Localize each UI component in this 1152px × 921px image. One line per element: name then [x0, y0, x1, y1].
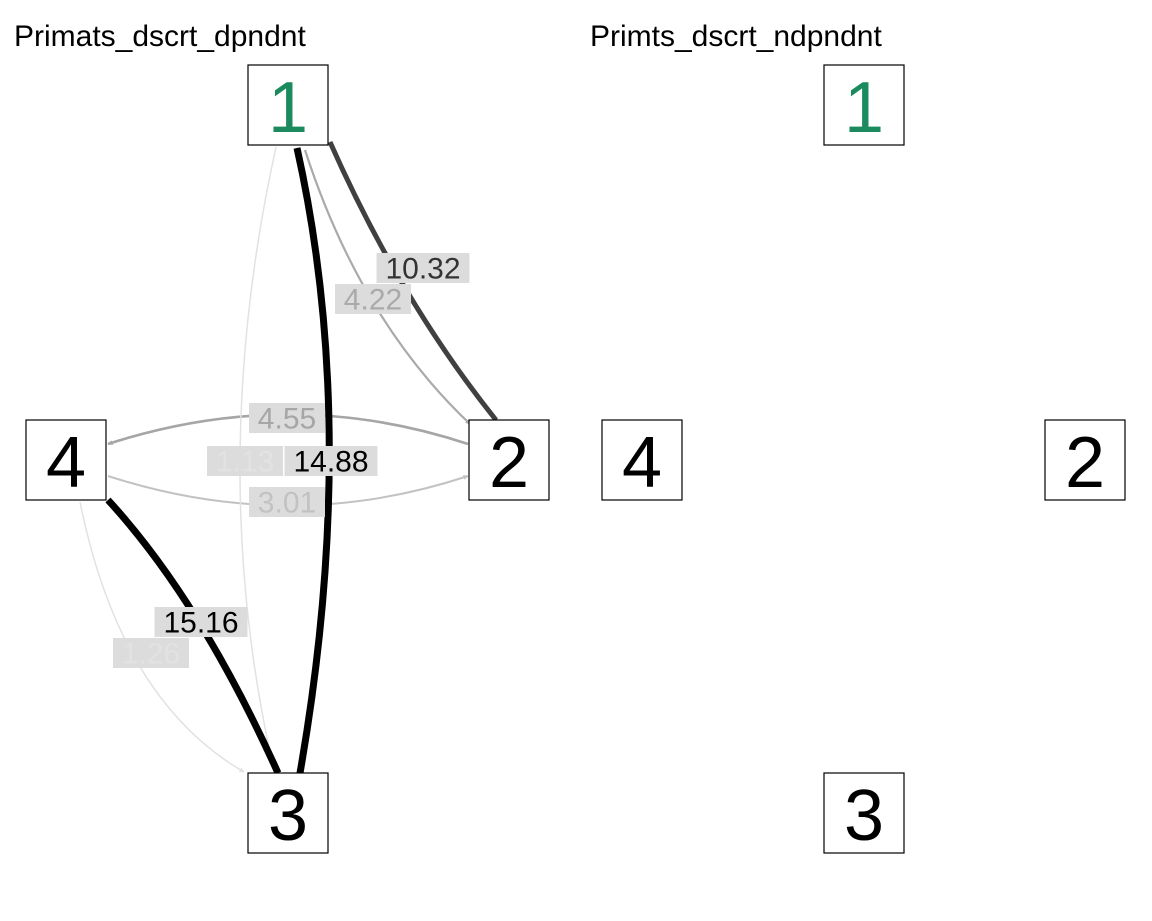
- node-label: 1: [268, 68, 308, 148]
- node-box: [1044, 419, 1126, 501]
- node-box: [247, 772, 329, 854]
- node-box: [247, 64, 329, 146]
- node-3: 3: [247, 772, 329, 856]
- edge-4-to-3: [79, 501, 245, 773]
- edge-label-text: 15.16: [163, 607, 238, 640]
- panel-title-dependent: Primats_dscrt_dpndnt: [14, 20, 306, 53]
- node-label: 3: [844, 776, 884, 856]
- node-3: 3: [823, 772, 905, 856]
- edge-label-2-to-4: 4.55: [249, 403, 325, 436]
- edge-label-1-to-3: 1.13: [207, 446, 283, 479]
- edge-label-text: 10.32: [385, 253, 460, 286]
- edge-label-text: 3.01: [258, 487, 316, 520]
- node-4: 4: [601, 419, 683, 503]
- edge-3-to-1: [293, 147, 333, 774]
- node-2: 2: [468, 419, 550, 503]
- node-label: 2: [489, 423, 529, 503]
- node-box: [25, 419, 107, 501]
- edge-label-background: [249, 487, 325, 517]
- node-4: 4: [25, 419, 107, 503]
- edge-label-4-to-2: 3.01: [249, 487, 325, 520]
- edge-label-text: 1.26: [122, 638, 180, 671]
- edge-label-background: [154, 607, 248, 637]
- node-box: [823, 772, 905, 854]
- node-label: 4: [622, 423, 662, 503]
- edge-label-2-to-1: 10.32: [376, 253, 470, 286]
- panel-dependent: Primats_dscrt_dpndnt 10.324.224.553.0114…: [14, 20, 550, 856]
- edge-label-text: 14.88: [293, 446, 368, 479]
- node-1: 1: [823, 64, 905, 148]
- edge-label-background: [249, 403, 325, 433]
- edge-label-background: [284, 446, 378, 476]
- edge-label-3-to-1: 14.88: [284, 446, 378, 479]
- edge-label-1-to-2: 4.22: [335, 284, 411, 317]
- edge-label-text: 4.55: [258, 403, 316, 436]
- edge-label-background: [376, 253, 470, 283]
- node-box: [468, 419, 550, 501]
- edge-label-3-to-4: 15.16: [154, 607, 248, 640]
- node-1: 1: [247, 64, 329, 148]
- node-label: 1: [844, 68, 884, 148]
- node-box: [823, 64, 905, 146]
- node-2: 2: [1044, 419, 1126, 503]
- node-label: 4: [46, 423, 86, 503]
- node-layer-independent: 1 2 3 4: [601, 64, 1126, 856]
- edge-label-text: 4.22: [344, 284, 402, 317]
- panel-title-independent: Primts_dscrt_ndpndnt: [590, 20, 882, 53]
- node-layer-dependent: 1 2 3 4: [25, 64, 550, 856]
- edge-label-background: [207, 446, 283, 476]
- edge-label-text: 1.13: [216, 446, 274, 479]
- node-label: 3: [268, 776, 308, 856]
- node-label: 2: [1065, 423, 1105, 503]
- panel-independent: Primts_dscrt_ndpndnt 1 2 3 4: [590, 20, 1126, 856]
- edge-label-layer-dependent: 10.324.22 4.55 3.01 14.88 1.13 15.161.26: [113, 253, 470, 671]
- node-box: [601, 419, 683, 501]
- edge-label-background: [335, 284, 411, 314]
- edge-label-background: [113, 638, 189, 668]
- edge-label-4-to-3: 1.26: [113, 638, 189, 671]
